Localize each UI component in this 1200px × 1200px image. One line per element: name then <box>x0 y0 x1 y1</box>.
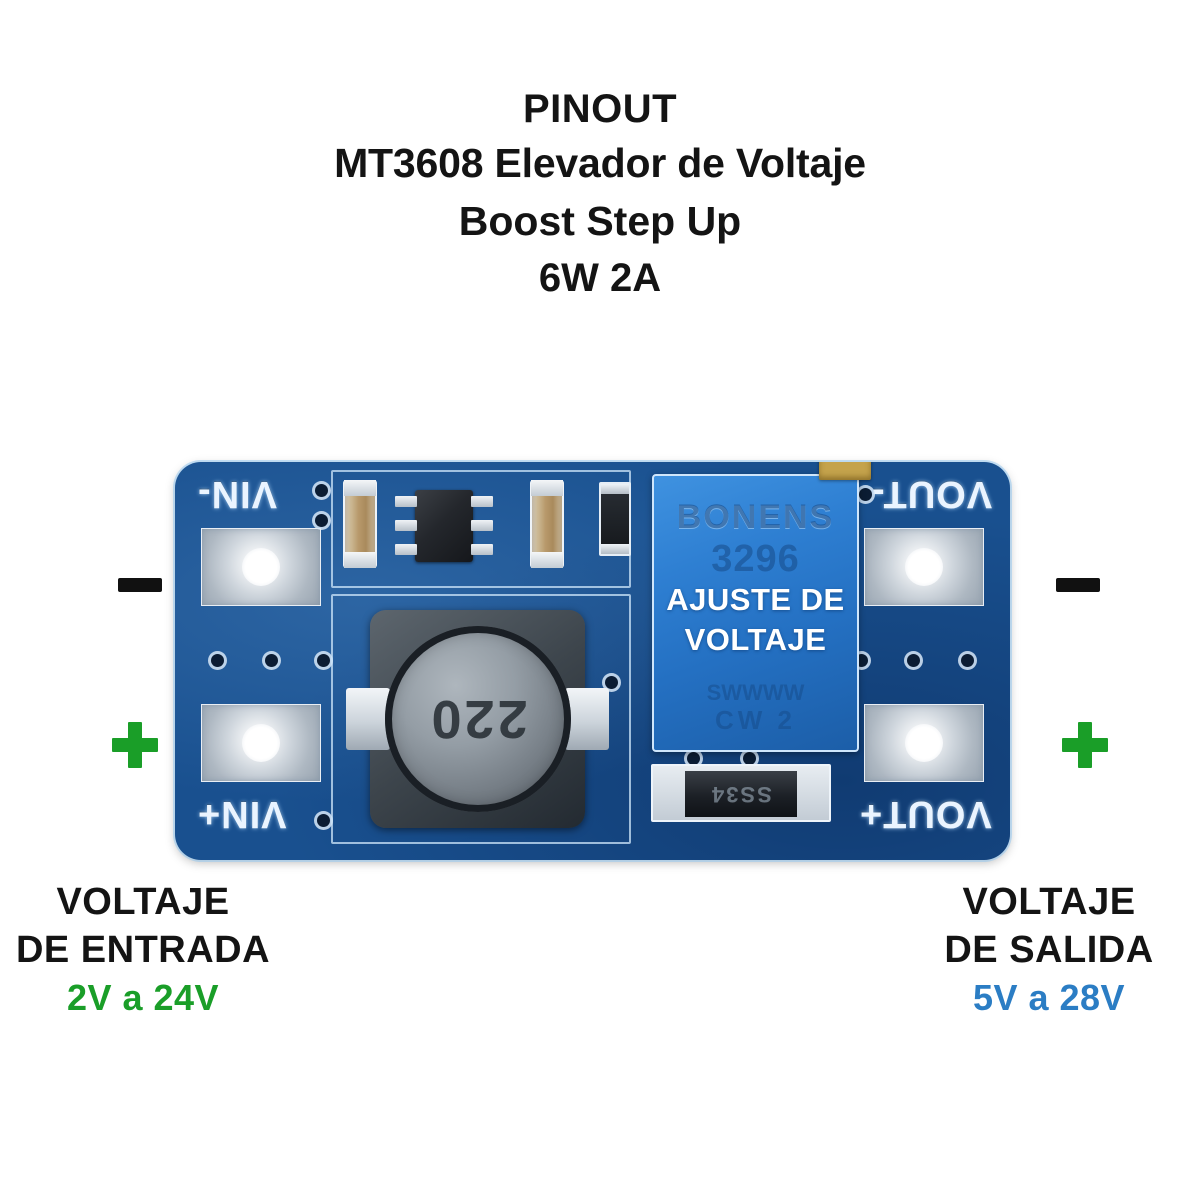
power-inductor: 220 <box>346 610 609 828</box>
output-positive-symbol <box>1062 722 1108 768</box>
ic-pin <box>471 520 493 531</box>
title-line-type: Boost Step Up <box>458 198 742 244</box>
via-hole <box>687 752 700 765</box>
via-hole <box>211 654 224 667</box>
output-voltage-range: 5V a 28V <box>972 977 1126 1018</box>
via-hole <box>317 814 330 827</box>
solder-pad-vout-positive <box>864 704 984 782</box>
via-hole <box>317 654 330 667</box>
potentiometer-brand: BONENS <box>676 498 835 536</box>
input-positive-symbol <box>112 722 158 768</box>
input-callout-line1: VOLTAJE <box>56 881 230 923</box>
solder-pad-vout-negative <box>864 528 984 606</box>
inductor-core: 220 <box>384 626 571 812</box>
via-hole <box>961 654 974 667</box>
smd-resistor <box>599 482 631 556</box>
silkscreen-vin-positive: VIN+ <box>197 793 287 835</box>
input-voltage-callout: VOLTAJE DE ENTRADA 2V a 24V <box>0 878 308 1022</box>
silkscreen-vout-positive: VOUT+ <box>859 793 992 835</box>
silkscreen-outline-main <box>331 594 631 844</box>
via-hole <box>315 484 328 497</box>
solder-pad-vin-negative <box>201 528 321 606</box>
output-voltage-callout: VOLTAJE DE SALIDA 5V a 28V <box>884 878 1200 1022</box>
title-line-pinout: PINOUT <box>522 87 678 131</box>
ic-pin <box>471 496 493 507</box>
output-callout-line1: VOLTAJE <box>962 881 1136 923</box>
inductor-marking: 220 <box>427 689 528 749</box>
output-negative-symbol <box>1056 578 1100 592</box>
via-hole <box>743 752 756 765</box>
inductor-terminal <box>346 688 390 750</box>
mt3608-pcb-board: VIN- VIN+ VOUT- VOUT+ <box>175 462 1010 860</box>
smd-terminal <box>601 544 629 554</box>
schottky-diode: SS34 <box>651 764 831 822</box>
title-line-power: 6W 2A <box>538 256 662 300</box>
page-title: PINOUT MT3608 Elevador de Voltaje Boost … <box>0 84 1200 306</box>
potentiometer-sub-mark: SWWWW <box>706 680 805 705</box>
via-hole <box>315 514 328 527</box>
potentiometer-model: 3296 <box>711 538 800 580</box>
output-callout-line2: DE SALIDA <box>944 929 1154 971</box>
title-line-model: MT3608 Elevador de Voltaje <box>334 140 866 186</box>
input-callout-line2: DE ENTRADA <box>15 929 271 971</box>
diode-body: SS34 <box>685 771 797 817</box>
ic-pin <box>395 544 417 555</box>
input-voltage-range: 2V a 24V <box>66 977 220 1018</box>
ic-pin <box>395 496 417 507</box>
overlay-line-2: VOLTAJE <box>684 622 827 657</box>
input-capacitor <box>343 480 377 568</box>
overlay-line-1: AJUSTE DE <box>666 582 845 617</box>
potentiometer-overlay-label: AJUSTE DE VOLTAJE <box>654 580 857 660</box>
voltage-adjust-potentiometer[interactable]: BONENS 3296 SWWWW CW 2 AJUSTE DE VOLTAJE <box>652 474 859 752</box>
mt3608-ic-chip <box>395 490 493 562</box>
input-negative-symbol <box>118 578 162 592</box>
ic-pin <box>395 520 417 531</box>
ic-pin <box>471 544 493 555</box>
output-capacitor <box>530 480 564 568</box>
potentiometer-cw-mark: CW 2 <box>715 705 796 735</box>
via-hole <box>605 676 618 689</box>
via-hole <box>907 654 920 667</box>
via-hole <box>859 488 872 501</box>
inductor-terminal <box>565 688 609 750</box>
silkscreen-vin-negative: VIN- <box>197 473 277 515</box>
diode-marking: SS34 <box>710 782 772 807</box>
silkscreen-vout-negative: VOUT- <box>870 473 992 515</box>
solder-pad-vin-positive <box>201 704 321 782</box>
potentiometer-adjust-screw[interactable] <box>819 462 871 480</box>
via-hole <box>265 654 278 667</box>
smd-terminal <box>601 484 629 494</box>
